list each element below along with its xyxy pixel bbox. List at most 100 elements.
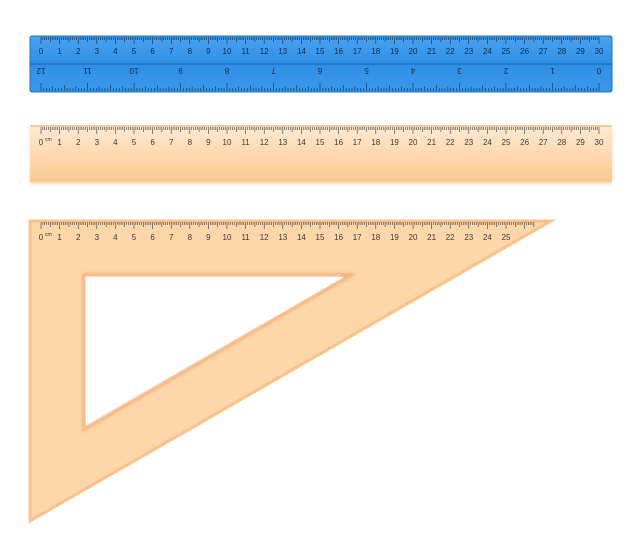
straight-ruler-label: 24 [483,138,492,147]
set-square-label: 12 [260,233,269,242]
blue-ruler-top-label: 13 [278,47,287,56]
set-square-outer-edge [28,219,557,524]
straight-ruler-body [30,126,612,182]
blue-ruler-top-label: 6 [150,47,155,56]
straight-ruler-label: 4 [113,138,118,147]
blue-ruler-bottom-label: 8 [224,66,229,75]
blue-ruler-top-label: 10 [223,47,232,56]
straight-ruler-label: 11 [241,138,250,147]
blue-ruler-top-label: 17 [353,47,362,56]
blue-ruler-top-label: 8 [188,47,193,56]
blue-ruler-top-label: 22 [446,47,455,56]
straight-ruler-label: 2 [76,138,81,147]
set-square-unit-label: cm [45,232,52,238]
blue-ruler-bottom-label: 0 [596,66,601,75]
blue-ruler-top-label: 30 [595,47,604,56]
blue-ruler-top-label: 0 [39,47,44,56]
straight-ruler-unit-label: cm [45,137,52,143]
straight-ruler-label: 18 [371,138,380,147]
blue-ruler-top-label: 5 [132,47,137,56]
straight-ruler-label: 20 [409,138,418,147]
blue-ruler-bottom-label: 3 [457,66,462,75]
straight-ruler-label: 21 [427,138,436,147]
set-square-hole [86,277,344,425]
straight-ruler-label: 19 [390,138,399,147]
blue-ruler-top-label: 28 [557,47,566,56]
set-square-label: 0 [39,233,44,242]
blue-ruler-bottom-label: 9 [178,66,183,75]
set-square-label: 16 [334,233,343,242]
blue-ruler-bottom-label: 2 [503,66,508,75]
blue-ruler-bottom-label: 11 [83,66,92,75]
straight-ruler-label: 16 [334,138,343,147]
set-square-label: 22 [446,233,455,242]
set-square-label: 6 [150,233,155,242]
blue-ruler-bottom-label: 4 [410,66,415,75]
set-square-label: 11 [241,233,250,242]
set-square-label: 8 [188,233,193,242]
blue-ruler-top-label: 27 [539,47,548,56]
straight-ruler-label: 22 [446,138,455,147]
set-square-label: 19 [390,233,399,242]
straight-ruler-label: 17 [353,138,362,147]
blue-ruler-bottom-label: 1 [550,66,555,75]
straight-ruler-label: 26 [520,138,529,147]
set-square-label: 20 [409,233,418,242]
straight-ruler-label: 29 [576,138,585,147]
blue-ruler-top-label: 26 [520,47,529,56]
blue-ruler-top-label: 14 [297,47,306,56]
blue-ruler-top-label: 3 [95,47,100,56]
blue-ruler-top-label: 29 [576,47,585,56]
blue-ruler-top-label: 2 [76,47,81,56]
set-square-label: 25 [502,233,511,242]
blue-ruler-bottom-label: 10 [129,66,138,75]
set-square-label: 1 [57,233,62,242]
blue-ruler-top-label: 9 [206,47,211,56]
straight-ruler-label: 9 [206,138,211,147]
set-square-label: 7 [169,233,174,242]
blue-ruler-top-label: 24 [483,47,492,56]
straight-ruler-label: 7 [169,138,174,147]
straight-ruler-label: 27 [539,138,548,147]
straight-ruler-label: 6 [150,138,155,147]
straight-ruler-label: 28 [557,138,566,147]
blue-ruler-top-label: 15 [316,47,325,56]
blue-ruler-top-label: 12 [260,47,269,56]
straight-ruler-label: 10 [223,138,232,147]
set-square-label: 2 [76,233,81,242]
blue-ruler-top-label: 25 [502,47,511,56]
set-square-label: 3 [95,233,100,242]
straight-ruler-label: 5 [132,138,137,147]
blue-ruler-bottom-label: 5 [364,66,369,75]
straight-ruler-label: 14 [297,138,306,147]
set-square-label: 24 [483,233,492,242]
blue-ruler-top-label: 4 [113,47,118,56]
set-square-label: 18 [371,233,380,242]
straight-ruler-label: 0 [39,138,44,147]
blue-ruler-top-label: 11 [241,47,250,56]
straight-ruler-label: 1 [57,138,62,147]
set-square-label: 4 [113,233,118,242]
straight-ruler-label: 8 [188,138,193,147]
straight-ruler-label: 15 [316,138,325,147]
set-square-label: 15 [316,233,325,242]
set-square-label: 23 [464,233,473,242]
blue-ruler-top-label: 23 [464,47,473,56]
set-square-label: 13 [278,233,287,242]
straight-ruler-label: 13 [278,138,287,147]
straight-ruler-label: 30 [595,138,604,147]
blue-ruler-top-label: 18 [371,47,380,56]
blue-ruler-bottom-label: 12 [36,66,45,75]
blue-ruler-top-label: 7 [169,47,174,56]
set-square-label: 9 [206,233,211,242]
straight-ruler-label: 25 [502,138,511,147]
blue-ruler-top-label: 21 [427,47,436,56]
set-square-label: 5 [132,233,137,242]
